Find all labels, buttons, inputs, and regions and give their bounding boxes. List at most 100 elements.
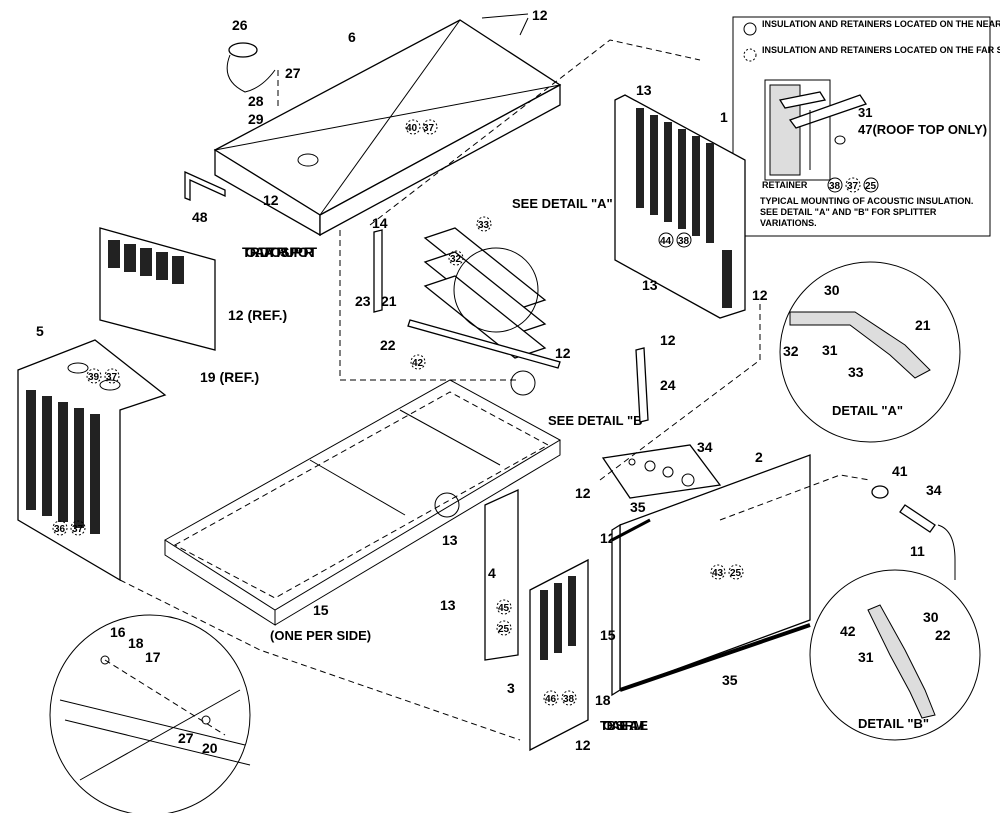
svg-text:32: 32 bbox=[450, 254, 462, 265]
side-panel-4: 45 25 bbox=[484, 488, 519, 661]
svg-text:13: 13 bbox=[642, 277, 658, 293]
svg-text:4: 4 bbox=[488, 565, 496, 581]
legend-retainer: RETAINER bbox=[762, 180, 808, 190]
svg-text:42: 42 bbox=[412, 358, 424, 369]
svg-text:34: 34 bbox=[926, 482, 942, 498]
svg-text:38: 38 bbox=[678, 236, 690, 247]
svg-text:20: 20 bbox=[202, 740, 218, 756]
svg-text:2: 2 bbox=[755, 449, 763, 465]
splitter-assembly: 33 32 42 bbox=[373, 216, 561, 396]
detail-a-marker bbox=[453, 247, 539, 333]
legend-roof-top: 47(ROOF TOP ONLY) bbox=[858, 122, 987, 137]
svg-text:13: 13 bbox=[442, 532, 458, 548]
svg-text:31: 31 bbox=[822, 342, 838, 358]
svg-text:43: 43 bbox=[712, 568, 724, 579]
see-detail-b: SEE DETAIL "B" bbox=[548, 413, 649, 428]
svg-text:46: 46 bbox=[545, 694, 557, 705]
svg-text:25: 25 bbox=[498, 624, 510, 635]
svg-text:18: 18 bbox=[595, 692, 611, 708]
svg-text:38: 38 bbox=[563, 694, 575, 705]
svg-text:37: 37 bbox=[72, 524, 84, 535]
svg-text:29: 29 bbox=[248, 111, 264, 127]
svg-text:22: 22 bbox=[935, 627, 951, 643]
svg-text:26: 26 bbox=[232, 17, 248, 33]
svg-text:27: 27 bbox=[285, 65, 301, 81]
svg-text:42: 42 bbox=[840, 623, 856, 639]
svg-text:3: 3 bbox=[507, 680, 515, 696]
svg-text:35: 35 bbox=[630, 499, 646, 515]
svg-text:12: 12 bbox=[555, 345, 571, 361]
svg-text:12: 12 bbox=[660, 332, 676, 348]
svg-text:28: 28 bbox=[248, 93, 264, 109]
door-handle-icon bbox=[871, 485, 956, 580]
legend-typical-note: TYPICAL MOUNTING OF ACOUSTIC INSULATION.… bbox=[760, 196, 974, 228]
svg-text:30: 30 bbox=[923, 609, 939, 625]
far-side-circle-icon bbox=[743, 48, 757, 62]
svg-text:39: 39 bbox=[88, 372, 100, 383]
detail-b-view: 30 42 22 31 DETAIL "B" bbox=[809, 569, 981, 741]
svg-text:37: 37 bbox=[106, 372, 118, 383]
svg-text:33: 33 bbox=[848, 364, 864, 380]
ref-19-label: 19 (REF.) bbox=[200, 369, 259, 385]
svg-text:13: 13 bbox=[636, 82, 652, 98]
svg-text:45: 45 bbox=[498, 603, 510, 614]
svg-text:22: 22 bbox=[380, 337, 396, 353]
svg-text:12: 12 bbox=[752, 287, 768, 303]
svg-text:34: 34 bbox=[697, 439, 713, 455]
svg-text:33: 33 bbox=[478, 220, 490, 231]
svg-text:12: 12 bbox=[575, 485, 591, 501]
svg-text:37: 37 bbox=[423, 123, 435, 134]
ref-12-label: 12 (REF.) bbox=[228, 307, 287, 323]
side-panel-3: 46 38 bbox=[529, 558, 589, 752]
to-base-frame: TO BASE FRAME bbox=[600, 718, 648, 733]
svg-text:37: 37 bbox=[847, 181, 859, 192]
svg-text:27: 27 bbox=[178, 730, 194, 746]
legend-far-side: INSULATION AND RETAINERS LOCATED ON THE … bbox=[762, 45, 1000, 55]
detail-a-view: 30 31 32 21 33 DETAIL "A" bbox=[779, 261, 961, 443]
svg-text:25: 25 bbox=[730, 568, 742, 579]
legend-part-31: 31 bbox=[858, 105, 872, 120]
one-per-side: (ONE PER SIDE) bbox=[270, 628, 371, 643]
svg-text:40: 40 bbox=[406, 123, 418, 134]
base-frame bbox=[164, 379, 562, 626]
svg-text:31: 31 bbox=[858, 649, 874, 665]
svg-text:21: 21 bbox=[381, 293, 397, 309]
svg-text:15: 15 bbox=[313, 602, 329, 618]
svg-text:12: 12 bbox=[532, 7, 548, 23]
svg-text:16: 16 bbox=[110, 624, 126, 640]
detail-b-marker bbox=[510, 370, 536, 396]
frame-detail-view: 16 18 17 27 20 bbox=[49, 614, 251, 816]
svg-text:24: 24 bbox=[660, 377, 676, 393]
access-door-panel: 43 25 bbox=[611, 454, 811, 697]
detail-a-label: DETAIL "A" bbox=[832, 403, 903, 418]
svg-text:23: 23 bbox=[355, 293, 371, 309]
svg-text:30: 30 bbox=[824, 282, 840, 298]
svg-text:14: 14 bbox=[372, 215, 388, 231]
svg-text:38: 38 bbox=[829, 181, 841, 192]
svg-text:15: 15 bbox=[600, 627, 616, 643]
svg-text:41: 41 bbox=[892, 463, 908, 479]
roof-panel: 40 37 bbox=[213, 19, 562, 237]
svg-text:25: 25 bbox=[865, 181, 877, 192]
legend-box: INSULATION AND RETAINERS LOCATED ON THE … bbox=[732, 16, 1000, 237]
latch-hardware-icon bbox=[628, 458, 695, 487]
svg-text:48: 48 bbox=[192, 209, 208, 225]
svg-text:32: 32 bbox=[783, 343, 799, 359]
legend-near-side: INSULATION AND RETAINERS LOCATED ON THE … bbox=[762, 19, 1000, 29]
to-radiator-support: TO RADIATOR SUPPORT bbox=[242, 244, 317, 260]
svg-text:18: 18 bbox=[128, 635, 144, 651]
svg-text:6: 6 bbox=[348, 29, 356, 45]
detail-b-label: DETAIL "B" bbox=[858, 716, 929, 731]
see-detail-a: SEE DETAIL "A" bbox=[512, 196, 613, 211]
near-side-circle-icon bbox=[743, 22, 757, 36]
end-panel-19 bbox=[99, 227, 216, 351]
svg-text:11: 11 bbox=[910, 543, 925, 559]
svg-text:44: 44 bbox=[660, 236, 672, 247]
svg-text:5: 5 bbox=[36, 323, 44, 339]
svg-text:21: 21 bbox=[915, 317, 931, 333]
svg-text:12: 12 bbox=[575, 737, 591, 753]
lifting-eye-icon bbox=[228, 42, 258, 58]
svg-text:35: 35 bbox=[722, 672, 738, 688]
